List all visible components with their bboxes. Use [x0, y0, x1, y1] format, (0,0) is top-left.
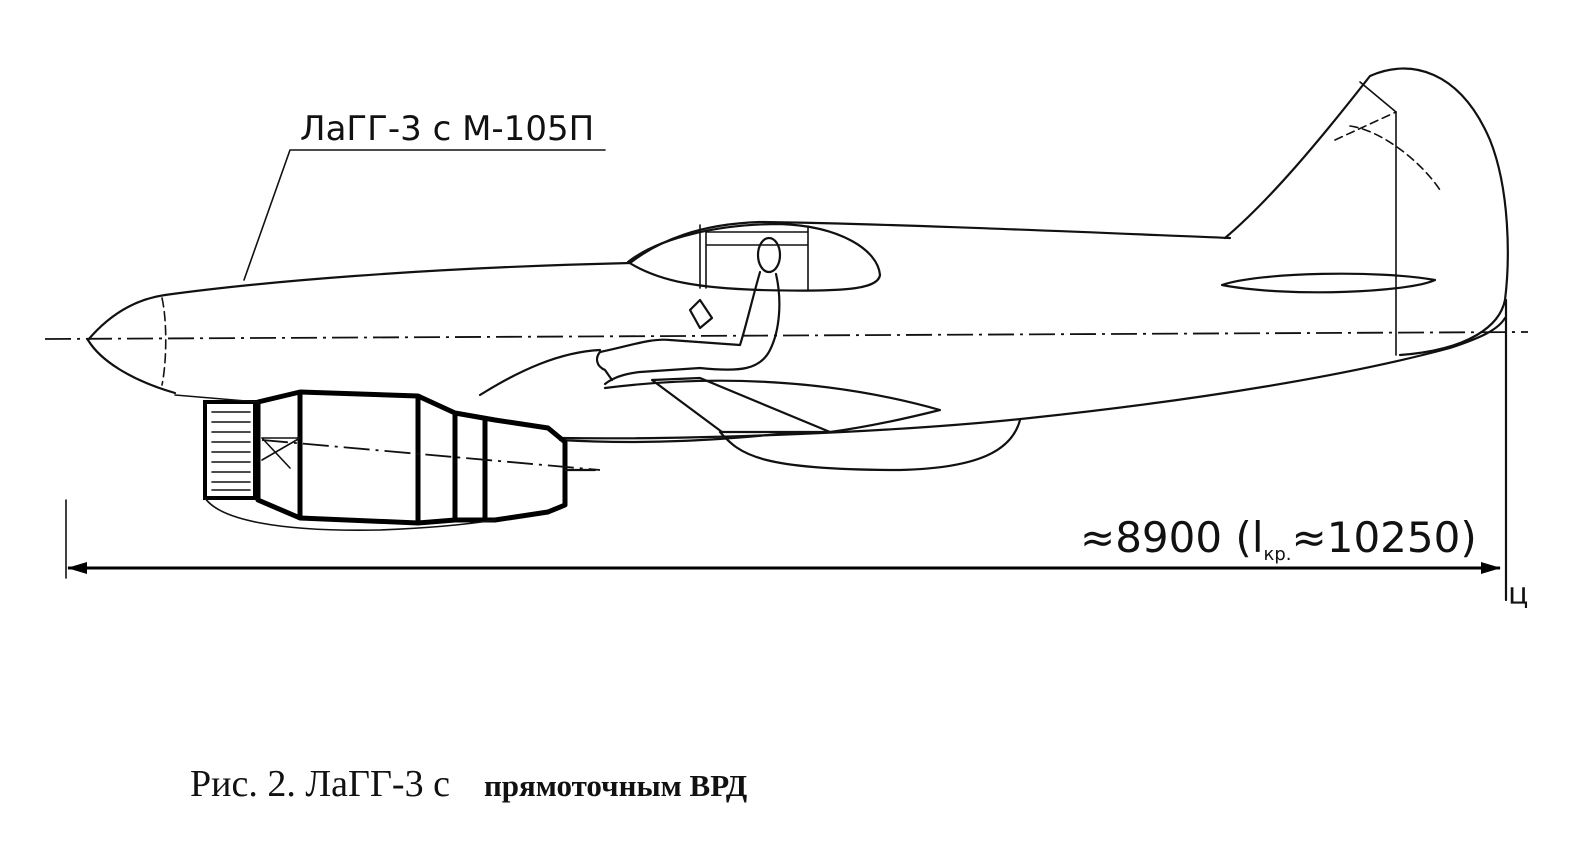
dimension-end-mark: ц	[1508, 577, 1528, 612]
center-axis-line	[44, 331, 1529, 340]
dimension-prefix: ≈8900 (	[1080, 513, 1252, 562]
canopy-frame	[699, 224, 809, 291]
caption-part1: Рис. 2. ЛаГГ-3 с	[190, 763, 450, 805]
rudder-line	[1359, 81, 1397, 356]
callout-label: ЛаГГ-3 с М-105П	[300, 109, 594, 149]
callout-leader	[243, 149, 606, 281]
dimension-value: ≈8900 (lкр.≈10250)	[1080, 513, 1477, 565]
stabilizer	[1220, 272, 1437, 294]
fin-dashed	[1334, 111, 1441, 191]
tail-fin	[1223, 67, 1509, 357]
pilot-figure	[595, 236, 782, 386]
wing-root	[478, 348, 942, 434]
dimension-l-symbol: l	[1252, 513, 1264, 562]
wing-panel	[650, 376, 832, 434]
caption-part2: прямоточным ВРД	[483, 768, 748, 803]
figure-caption: Рис. 2. ЛаГГ-3 с прямоточным ВРД	[190, 762, 747, 806]
dimension-suffix: ≈10250)	[1292, 513, 1477, 562]
fuselage-upper-contour	[86, 220, 1232, 342]
spinner-line	[161, 297, 167, 386]
dimension-l-subscript: кр.	[1264, 544, 1292, 565]
canopy	[626, 222, 882, 292]
wing-underside	[558, 418, 1022, 472]
ramjet-engine	[174, 389, 601, 532]
